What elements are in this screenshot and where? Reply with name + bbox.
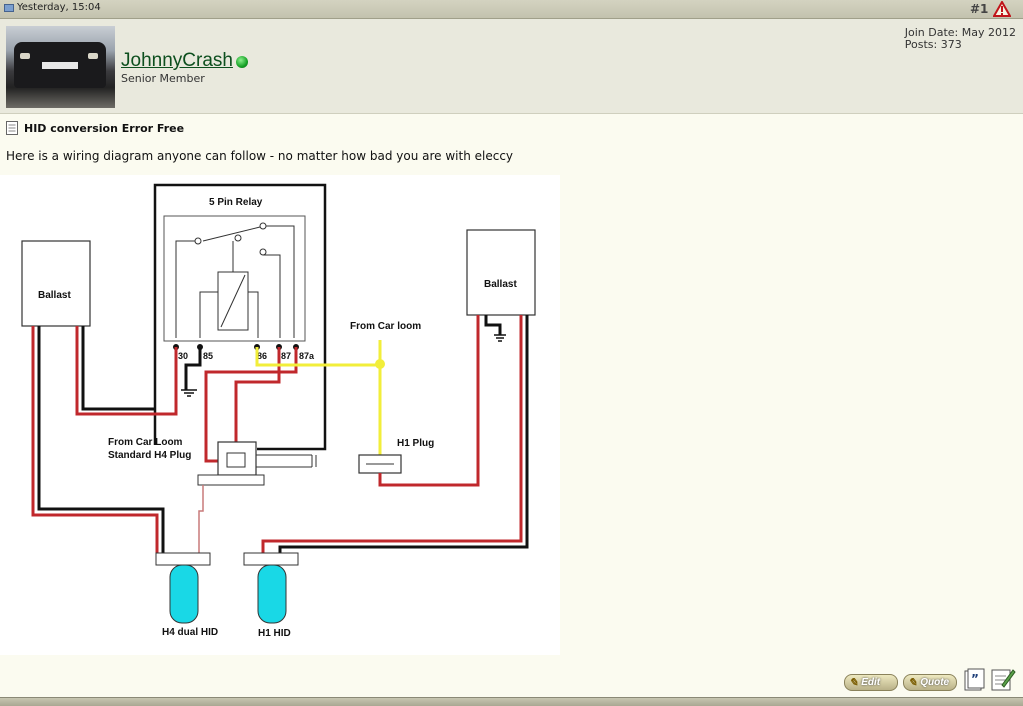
post-title: HID conversion Error Free bbox=[6, 121, 184, 135]
quote-button[interactable]: ✎ Quote bbox=[903, 674, 957, 691]
pin-30-label: 30 bbox=[178, 351, 188, 361]
post-count: Posts: 373 bbox=[904, 38, 962, 51]
from-car-loom-h4-label: From Car Loom bbox=[108, 437, 183, 448]
pin-86-label: 86 bbox=[257, 351, 267, 361]
post-date-text: Yesterday, 15:04 bbox=[17, 2, 101, 13]
pencil-icon: ✎ bbox=[908, 677, 918, 689]
online-status-icon bbox=[236, 56, 248, 68]
post-date: Yesterday, 15:04 bbox=[4, 2, 101, 13]
username-link[interactable]: JohnnyCrash bbox=[121, 50, 233, 71]
h4-dual-hid-label: H4 dual HID bbox=[162, 627, 218, 638]
standard-h4-plug-label: Standard H4 Plug bbox=[108, 450, 191, 461]
post-header-bar: Yesterday, 15:04 #1 bbox=[0, 0, 1023, 19]
calendar-icon bbox=[4, 3, 14, 12]
post-footer-bar bbox=[0, 697, 1023, 706]
user-title: Senior Member bbox=[121, 72, 205, 85]
right-ballast-label: Ballast bbox=[484, 279, 517, 290]
post-number-link[interactable]: #1 bbox=[970, 2, 989, 16]
avatar-plate bbox=[42, 62, 78, 69]
quick-reply-icon[interactable] bbox=[990, 667, 1016, 692]
pin-87-label: 87 bbox=[281, 351, 291, 361]
h1-plug-label: H1 Plug bbox=[397, 438, 434, 449]
left-ballast-label: Ballast bbox=[38, 290, 71, 301]
edit-button-label: Edit bbox=[861, 677, 881, 688]
post-body-text: Here is a wiring diagram anyone can foll… bbox=[6, 149, 514, 163]
edit-button[interactable]: ✎ Edit bbox=[844, 674, 898, 691]
wiring-diagram: 5 Pin Relay 30 85 86 87 87a Ballast Ball… bbox=[0, 175, 560, 655]
avatar-lamp bbox=[88, 53, 98, 59]
warning-triangle-icon[interactable] bbox=[993, 1, 1011, 17]
relay-label: 5 Pin Relay bbox=[209, 197, 263, 208]
car-avatar[interactable] bbox=[6, 26, 115, 108]
svg-text:”: ” bbox=[971, 672, 979, 686]
multi-quote-icon[interactable]: ” bbox=[963, 668, 985, 692]
pin-85-label: 85 bbox=[203, 351, 213, 361]
h1-hid-label: H1 HID bbox=[258, 628, 291, 639]
avatar-lamp bbox=[20, 53, 30, 59]
user-info-bar: JohnnyCrash Senior Member Join Date: May… bbox=[0, 19, 1023, 114]
document-icon bbox=[6, 121, 18, 135]
post-title-text: HID conversion Error Free bbox=[24, 121, 185, 135]
pin-87a-label: 87a bbox=[299, 351, 315, 361]
quote-button-label: Quote bbox=[920, 677, 950, 688]
join-date: Join Date: May 2012 bbox=[904, 26, 1016, 39]
pencil-icon: ✎ bbox=[849, 677, 859, 689]
from-car-loom-label: From Car loom bbox=[350, 321, 421, 332]
user-stats: Join Date: May 2012 Posts: 373 bbox=[905, 27, 1016, 51]
